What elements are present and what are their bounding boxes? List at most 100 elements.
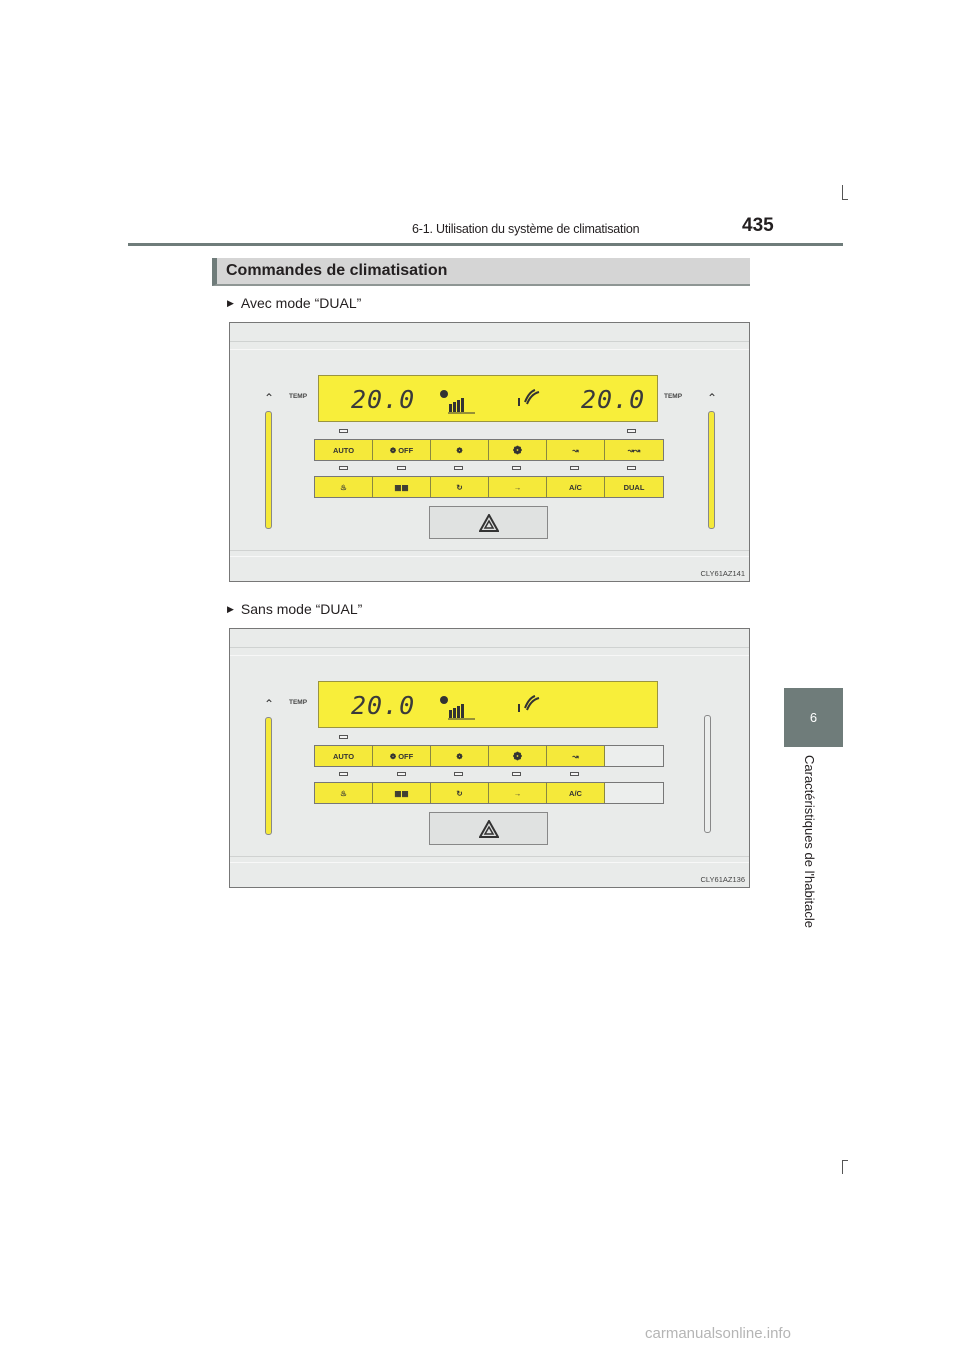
- triangle-bullet-icon: ▶: [227, 298, 234, 308]
- crop-mark: [842, 1160, 848, 1161]
- mode-button[interactable]: ↝: [547, 440, 605, 460]
- indicator-led: [339, 772, 348, 776]
- temp-slider-left[interactable]: [265, 411, 272, 529]
- figure-code: CLY61AZ136: [700, 875, 745, 884]
- mode-dual-button[interactable]: ↝↝: [605, 440, 663, 460]
- car-fresh-air-icon: →: [513, 788, 522, 798]
- rear-defog-icon: ▦▦: [394, 788, 409, 798]
- fan-down-button[interactable]: ❁: [431, 746, 489, 766]
- climate-display: 20.0 20.0: [318, 375, 658, 422]
- climate-panel-dual: TEMP TEMP ⌃ ⌄ ⌃ ⌄ 20.0 20.0 AUTO ❁ OFF ❁…: [229, 322, 750, 582]
- rear-defog-icon: ▦▦: [394, 482, 409, 492]
- fan-off-button[interactable]: ❁ OFF: [373, 746, 431, 766]
- section-title: Commandes de climatisation: [226, 262, 448, 279]
- fresh-air-button[interactable]: →: [489, 477, 547, 497]
- button-row-bottom: ♨ ▦▦ ↻ → A/C: [314, 782, 664, 804]
- hazard-icon: [478, 819, 499, 838]
- car-recirc-icon: ↻: [456, 482, 463, 492]
- triangle-bullet-icon: ▶: [227, 604, 234, 614]
- indicator-led: [627, 466, 636, 470]
- climate-display: 20.0: [318, 681, 658, 728]
- header-rule: [128, 243, 843, 246]
- fan-up-button[interactable]: ❁: [489, 746, 547, 766]
- temp-label-left: TEMP: [289, 699, 308, 706]
- rear-defog-button[interactable]: ▦▦: [373, 783, 431, 803]
- crop-mark: [842, 199, 848, 200]
- indicator-led: [627, 429, 636, 433]
- trim-line: [230, 556, 749, 557]
- hazard-button[interactable]: [429, 812, 548, 845]
- chapter-tab: 6: [784, 688, 843, 747]
- hazard-icon: [478, 513, 499, 532]
- crop-mark: [842, 185, 843, 199]
- indicator-led: [570, 772, 579, 776]
- trim-line: [230, 862, 749, 863]
- crop-mark: [842, 1160, 843, 1174]
- temp-label-right: TEMP: [664, 393, 683, 400]
- recirculation-button[interactable]: ↻: [431, 783, 489, 803]
- fan-up-button[interactable]: ❁: [489, 440, 547, 460]
- indicator-led: [512, 772, 521, 776]
- temp-readout-left: 20.0: [351, 691, 416, 720]
- temp-slider-right[interactable]: [708, 411, 715, 529]
- temp-up-right-icon[interactable]: ⌃: [707, 391, 718, 405]
- indicator-led: [454, 466, 463, 470]
- fan-down-button[interactable]: ❁: [431, 440, 489, 460]
- temp-readout-left: 20.0: [351, 385, 416, 414]
- fan-level-icon: [440, 390, 475, 414]
- fan-small-icon: ❁: [456, 751, 463, 761]
- indicator-led: [570, 466, 579, 470]
- blank-button: [605, 783, 663, 803]
- ac-button[interactable]: A/C: [547, 477, 605, 497]
- windshield-defog-icon: ♨: [340, 482, 347, 492]
- figure-code: CLY61AZ141: [700, 569, 745, 578]
- airflow-icon: ↝: [572, 751, 579, 761]
- hazard-button[interactable]: [429, 506, 548, 539]
- temp-up-left-icon[interactable]: ⌃: [264, 697, 275, 711]
- page-number: 435: [742, 215, 774, 236]
- auto-button[interactable]: AUTO: [315, 440, 373, 460]
- front-defog-button[interactable]: ♨: [315, 477, 373, 497]
- car-recirc-icon: ↻: [456, 788, 463, 798]
- section-heading: Commandes de climatisation: [212, 258, 750, 286]
- fan-large-icon: ❁: [512, 750, 523, 763]
- temp-label-left: TEMP: [289, 393, 308, 400]
- mode-button[interactable]: ↝: [547, 746, 605, 766]
- blank-button: [605, 746, 663, 766]
- ac-button[interactable]: A/C: [547, 783, 605, 803]
- fan-large-icon: ❁: [512, 444, 523, 457]
- fan-small-icon: ❁: [456, 445, 463, 455]
- indicator-led: [397, 466, 406, 470]
- temp-up-left-icon[interactable]: ⌃: [264, 391, 275, 405]
- trim-line: [230, 647, 749, 648]
- indicator-led: [454, 772, 463, 776]
- button-row-top: AUTO ❁ OFF ❁ ❁ ↝ ↝↝: [314, 439, 664, 461]
- airflow-icon: ↝↝: [627, 445, 641, 455]
- dual-button[interactable]: DUAL: [605, 477, 663, 497]
- fresh-air-button[interactable]: →: [489, 783, 547, 803]
- temp-readout-right: 20.0: [581, 385, 646, 414]
- slider-blank-right: [704, 715, 711, 833]
- indicator-led: [339, 735, 348, 739]
- temp-slider-left[interactable]: [265, 717, 272, 835]
- airflow-icon: ↝: [572, 445, 579, 455]
- trim-line: [230, 856, 749, 857]
- fan-off-button[interactable]: ❁ OFF: [373, 440, 431, 460]
- caption-dual: ▶Avec mode “DUAL”: [227, 295, 362, 311]
- windshield-defog-icon: ♨: [340, 788, 347, 798]
- watermark[interactable]: carmanualsonline.info: [645, 1325, 791, 1342]
- chapter-number: 6: [809, 710, 818, 725]
- trim-line: [230, 655, 749, 656]
- trim-line: [230, 349, 749, 350]
- recirculation-button[interactable]: ↻: [431, 477, 489, 497]
- fan-icon: ❁: [389, 445, 399, 455]
- button-row-top: AUTO ❁ OFF ❁ ❁ ↝: [314, 745, 664, 767]
- rear-defog-button[interactable]: ▦▦: [373, 477, 431, 497]
- front-defog-button[interactable]: ♨: [315, 783, 373, 803]
- fan-level-icon: [440, 696, 475, 720]
- auto-button[interactable]: AUTO: [315, 746, 373, 766]
- airflow-mode-icon: [518, 695, 540, 712]
- car-fresh-air-icon: →: [513, 482, 522, 492]
- trim-line: [230, 341, 749, 342]
- header-section: 6-1. Utilisation du système de climatisa…: [412, 222, 640, 236]
